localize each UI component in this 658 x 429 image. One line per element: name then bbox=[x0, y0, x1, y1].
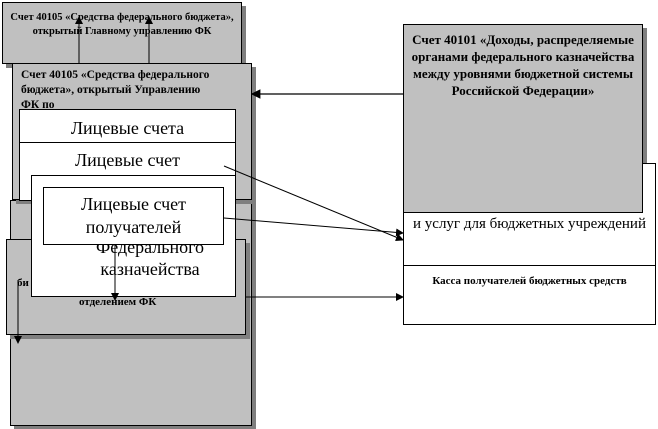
account-40101-text: Счет 40101 «Доходы, распределяемые орган… bbox=[411, 32, 635, 98]
account-40105-top-box: Счет 40105 «Средства федерального бюджет… bbox=[2, 2, 242, 64]
personal-accounts-divider bbox=[20, 142, 235, 143]
goods-services-text: и услуг для бюджетных учреждений bbox=[413, 216, 646, 232]
account-40105-top-text: Счет 40105 «Средства федерального бюджет… bbox=[10, 12, 234, 37]
goods-services-divider bbox=[404, 265, 655, 266]
arrow-account-to-right bbox=[223, 165, 404, 242]
recipients-accounts-label: Лицевые счет получателей bbox=[80, 194, 187, 237]
account-40105-mid-text: Счет 40105 «Средства федерального бюджет… bbox=[21, 69, 210, 111]
treasury-dept-left-fragment: би bbox=[17, 277, 29, 289]
recipients-cash-text: Касса получателей бюджетных средств bbox=[432, 275, 627, 287]
arrow-recipients-to-right bbox=[223, 217, 404, 237]
recipients-accounts-box: Лицевые счет получателей bbox=[43, 187, 224, 245]
account-40101-overlap bbox=[403, 163, 643, 213]
treasury-dept-label: отделением ФК bbox=[79, 296, 157, 308]
personal-account-label: Лицевые счет bbox=[74, 150, 181, 170]
personal-accounts-label: Лицевые счета bbox=[70, 118, 185, 138]
